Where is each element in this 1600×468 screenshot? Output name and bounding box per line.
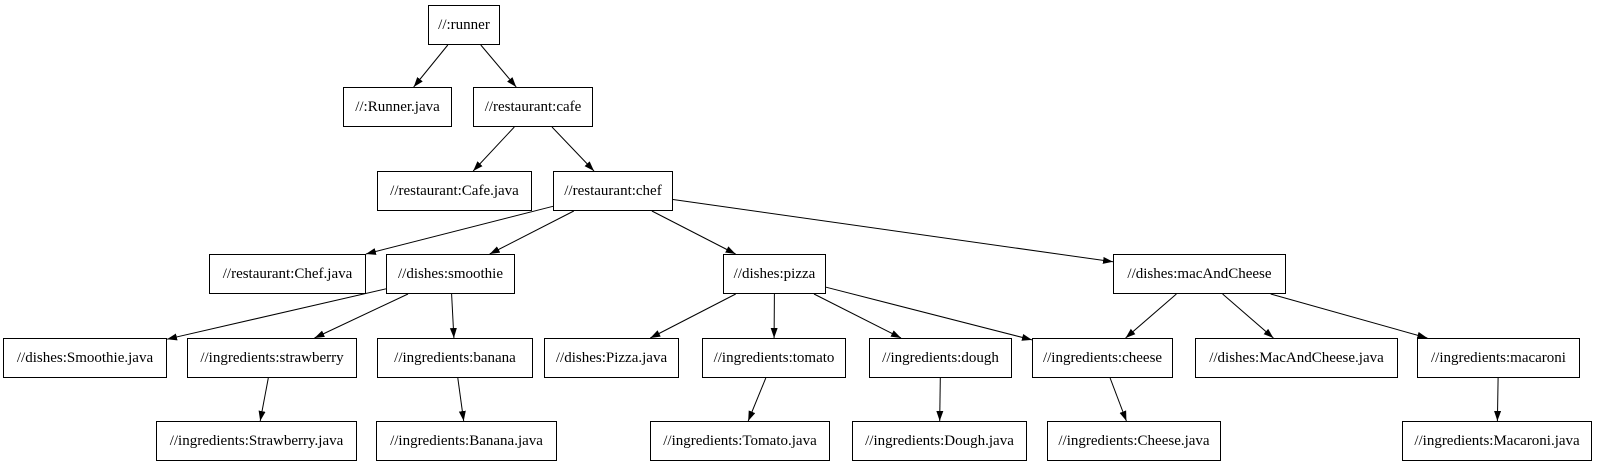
graph-edge-chef-pizza xyxy=(651,210,736,255)
graph-node-cheese: //ingredients:cheese xyxy=(1032,338,1173,378)
graph-node-banana: //ingredients:banana xyxy=(377,338,533,378)
graph-node-strawberry_java: //ingredients:Strawberry.java xyxy=(156,421,357,461)
graph-node-macandcheese: //dishes:macAndCheese xyxy=(1113,254,1286,294)
graph-edge-macandcheese-macaroni xyxy=(1270,293,1428,339)
graph-edge-cafe-cafe_java xyxy=(472,126,515,172)
graph-edge-chef-smoothie xyxy=(489,210,575,255)
graph-node-cheese_java: //ingredients:Cheese.java xyxy=(1047,421,1221,461)
graph-node-pizza_java: //dishes:Pizza.java xyxy=(544,338,679,378)
graph-node-macandcheese_java: //dishes:MacAndCheese.java xyxy=(1195,338,1398,378)
graph-edge-pizza-cheese xyxy=(825,286,1033,341)
graph-edge-pizza-pizza_java xyxy=(650,293,736,339)
graph-node-runner_java: //:Runner.java xyxy=(343,87,452,127)
graph-node-pizza: //dishes:pizza xyxy=(723,254,826,294)
graph-edge-tomato-tomato_java xyxy=(747,377,767,422)
graph-edge-macaroni-macaroni_java xyxy=(1494,377,1502,422)
graph-edge-banana-banana_java xyxy=(457,377,466,422)
graph-node-cafe: //restaurant:cafe xyxy=(473,87,593,127)
graph-edge-smoothie-banana xyxy=(449,293,457,339)
graph-edge-cheese-cheese_java xyxy=(1109,377,1127,422)
graph-node-chef_java: //restaurant:Chef.java xyxy=(209,254,366,294)
graph-edge-dough-dough_java xyxy=(936,377,944,422)
graph-node-dough_java: //ingredients:Dough.java xyxy=(852,421,1027,461)
graph-node-macaroni_java: //ingredients:Macaroni.java xyxy=(1402,421,1592,461)
graph-node-smoothie: //dishes:smoothie xyxy=(386,254,515,294)
graph-node-chef: //restaurant:chef xyxy=(553,171,673,211)
graph-edge-chef-chef_java xyxy=(365,205,554,255)
graph-node-runner: //:runner xyxy=(428,5,500,45)
graph-edge-macandcheese-cheese xyxy=(1125,293,1177,339)
graph-node-strawberry: //ingredients:strawberry xyxy=(187,338,357,378)
graph-edge-runner-runner_java xyxy=(413,44,449,88)
graph-node-macaroni: //ingredients:macaroni xyxy=(1417,338,1580,378)
graph-node-tomato_java: //ingredients:Tomato.java xyxy=(650,421,830,461)
graph-node-tomato: //ingredients:tomato xyxy=(702,338,846,378)
graph-edge-smoothie-smoothie_java xyxy=(166,288,387,341)
graph-node-dough: //ingredients:dough xyxy=(869,338,1012,378)
graph-edge-runner-cafe xyxy=(480,44,517,88)
graph-node-cafe_java: //restaurant:Cafe.java xyxy=(377,171,532,211)
graph-edge-strawberry-strawberry_java xyxy=(258,377,269,422)
graph-edge-smoothie-strawberry xyxy=(314,293,409,339)
graph-edge-pizza-dough xyxy=(813,293,902,339)
graph-edge-macandcheese-macandcheese_java xyxy=(1222,293,1274,339)
graph-edge-chef-macandcheese xyxy=(672,199,1114,264)
graph-edge-cafe-chef xyxy=(551,126,595,172)
graph-node-banana_java: //ingredients:Banana.java xyxy=(376,421,557,461)
graph-node-smoothie_java: //dishes:Smoothie.java xyxy=(3,338,167,378)
